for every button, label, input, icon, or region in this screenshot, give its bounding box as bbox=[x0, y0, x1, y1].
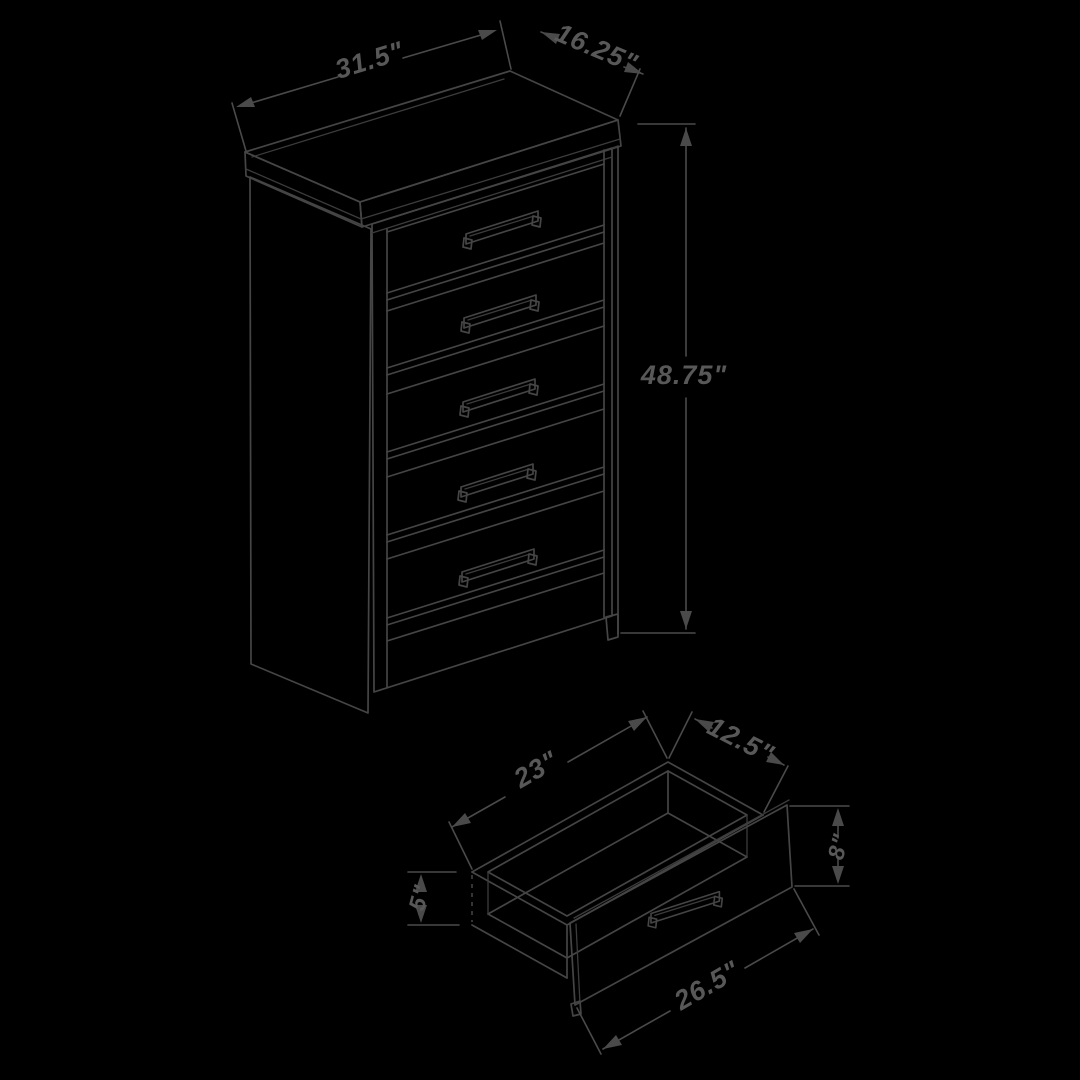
drawer-handle bbox=[459, 378, 539, 418]
chest-drawer-fronts bbox=[386, 163, 605, 642]
chest-top-slab bbox=[244, 70, 622, 228]
drawer-dimension-front-height: 8" bbox=[789, 805, 854, 887]
drawer-dimension-front-width: 26.5" bbox=[576, 888, 820, 1055]
chest-dimension-depth: 16.25" bbox=[540, 18, 644, 117]
drawer-dimension-side-height: 5" bbox=[403, 871, 460, 926]
dim-label-drawer-front-height: 8" bbox=[822, 831, 854, 863]
drawer-handle bbox=[457, 463, 537, 503]
dim-label-drawer-inner-depth: 12.5" bbox=[703, 711, 779, 770]
drawer-handle bbox=[462, 210, 542, 250]
drawer-box bbox=[471, 761, 764, 979]
dim-label-drawer-front-width: 26.5" bbox=[668, 955, 745, 1017]
chest-front-face bbox=[371, 145, 619, 693]
drawer-front-panel bbox=[569, 799, 793, 1017]
dim-label-drawer-inner-width: 23" bbox=[508, 745, 564, 794]
dim-label-chest-height: 48.75" bbox=[640, 360, 728, 390]
dim-label-drawer-side-height: 5" bbox=[403, 882, 435, 914]
drawer-handle bbox=[647, 890, 724, 929]
dim-label-chest-width: 31.5" bbox=[331, 36, 407, 85]
drawer-handle bbox=[460, 294, 540, 334]
chest-dimension-height: 48.75" bbox=[620, 123, 728, 634]
drawer-dimension-inner-depth: 12.5" bbox=[668, 711, 789, 813]
dim-label-chest-depth: 16.25" bbox=[551, 18, 642, 79]
chest-view: 31.5" 16.25" 48.75" bbox=[231, 18, 728, 714]
chest-side-panel bbox=[249, 176, 372, 714]
chest-dimension-width: 31.5" bbox=[231, 20, 512, 152]
drawer-view: 23" 12.5" 8" 5" bbox=[403, 710, 854, 1055]
